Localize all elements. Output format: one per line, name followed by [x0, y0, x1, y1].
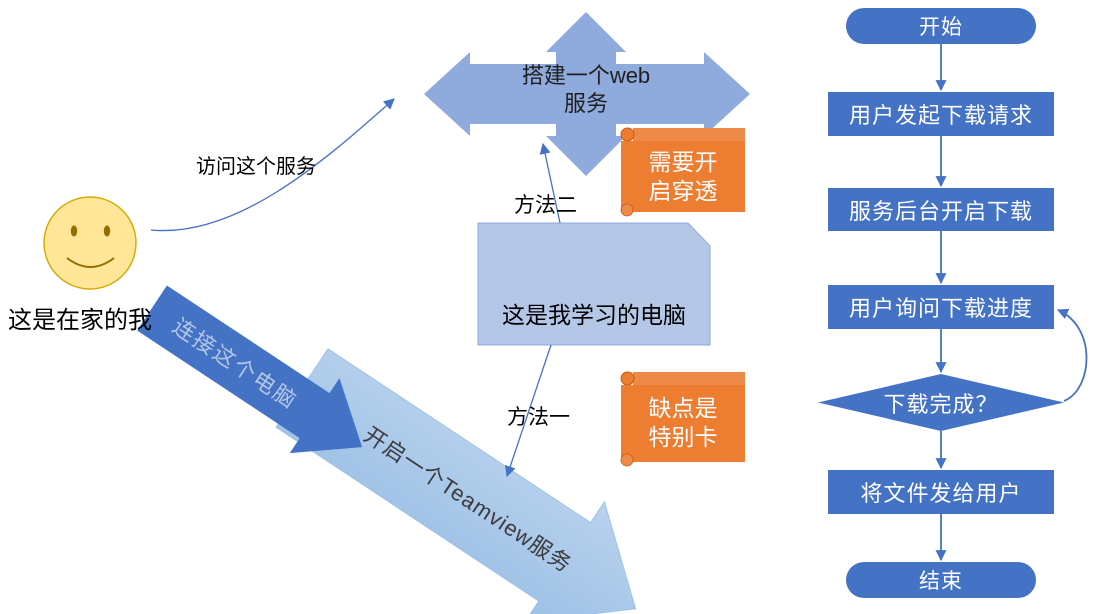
teamview-arrow-shape: 开启一个Teamview服务: [275, 348, 637, 614]
method1-label: 方法一: [507, 406, 570, 429]
smiley-right-eye: [103, 225, 111, 237]
smiley-face: [43, 196, 137, 290]
smiley-mouth: [66, 257, 115, 268]
web-service-line2: 服务: [563, 91, 608, 116]
method2-label: 方法二: [514, 194, 577, 217]
flow-step-2: 服务后台开启下载: [828, 188, 1054, 231]
flow-start-terminator: 开始: [846, 8, 1036, 44]
method2-connector: [539, 142, 561, 224]
smiley-left-eye: [70, 225, 78, 237]
home-user-label: 这是在家的我: [8, 307, 152, 334]
quad-arrow-shape: [424, 12, 750, 176]
note-top-text: 需要开 启穿透: [621, 148, 745, 206]
method1-connector: [504, 344, 552, 478]
scroll-note-top-shape: [620, 127, 745, 217]
note-top-line2: 启穿透: [648, 178, 718, 204]
web-service-label: 搭建一个web 服务: [486, 62, 686, 118]
note-bottom-line1: 缺点是: [648, 395, 718, 421]
flow-step-1: 用户发起下载请求: [828, 92, 1054, 136]
study-computer-label: 这是我学习的电脑: [502, 302, 686, 328]
note-bottom-line2: 特别卡: [648, 424, 718, 450]
flow-loop-connector: [1056, 308, 1088, 402]
access-caption: 访问这个服务: [196, 156, 316, 178]
study-computer-shape: [477, 222, 711, 346]
scroll-note-bottom-shape: [620, 371, 745, 467]
flow-step-3: 用户询问下载进度: [828, 285, 1054, 329]
note-top-line1: 需要开: [648, 149, 718, 175]
web-service-line1: 搭建一个web: [521, 63, 651, 88]
access-curve-connector: [150, 98, 395, 232]
note-bottom-text: 缺点是 特别卡: [621, 394, 745, 452]
flow-step-4: 将文件发给用户: [828, 470, 1054, 514]
flow-end-terminator: 结束: [846, 562, 1036, 598]
